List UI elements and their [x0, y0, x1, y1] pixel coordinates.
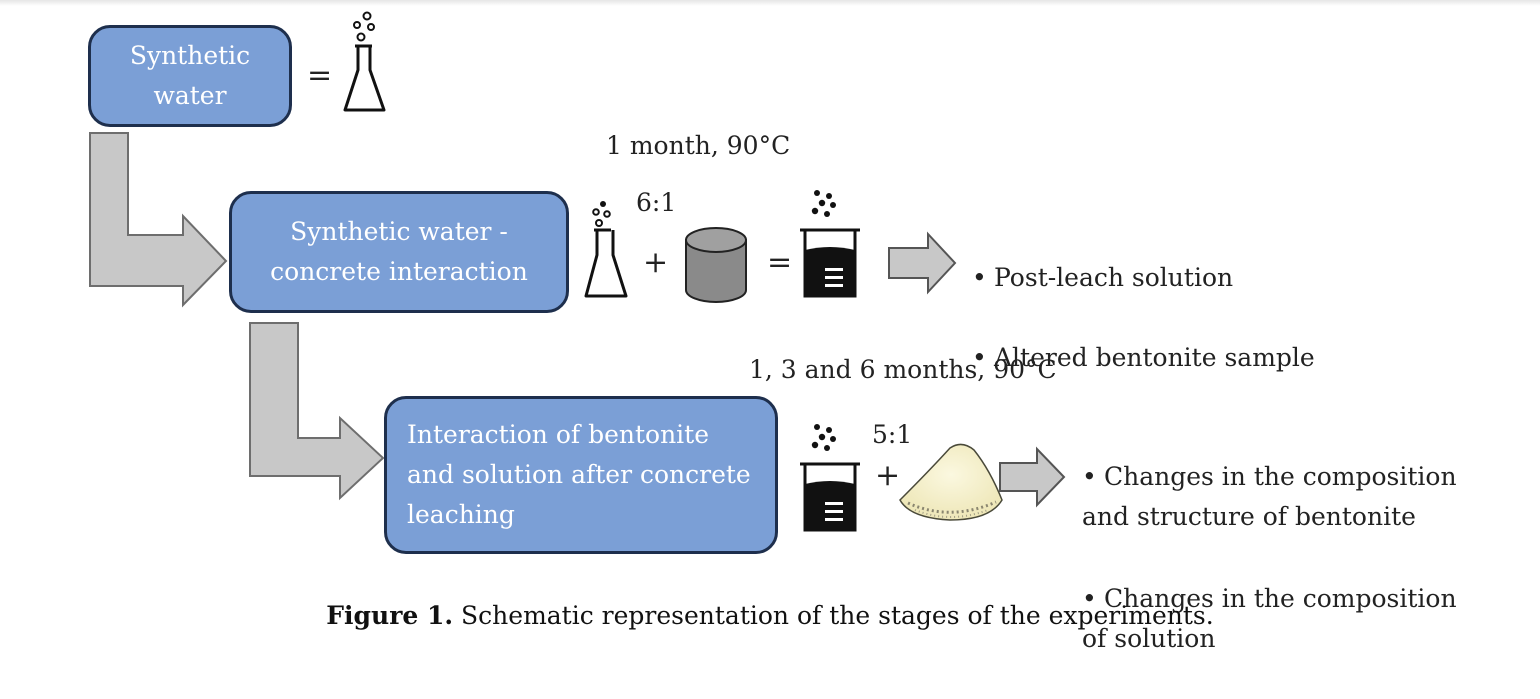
output-item: •Changes in the composition and structur… — [1082, 457, 1457, 537]
flask-icon — [343, 11, 386, 112]
bullet: • — [1082, 584, 1097, 613]
ratio-stage2: 6:1 — [636, 188, 677, 217]
output-item: •Post-leach solution — [972, 258, 1315, 298]
condition-stage3: 1, 3 and 6 months, 90°C — [749, 355, 1057, 384]
output-list-stage3: •Changes in the composition and structur… — [1082, 417, 1457, 699]
diagram-graphics — [89, 11, 1066, 532]
caption-text: Schematic representation of the stages o… — [453, 601, 1214, 630]
output-item: •Altered bentonite sample — [972, 338, 1315, 378]
page-top-shadow — [0, 0, 1540, 6]
ratio-stage3: 5:1 — [872, 420, 913, 449]
stage-label: Synthetic water - concrete interaction — [270, 217, 528, 286]
plus-sign: + — [875, 458, 901, 493]
bullet: • — [972, 263, 987, 292]
bullet: • — [972, 343, 987, 372]
l-arrow-1 — [89, 132, 228, 308]
concrete-cylinder-icon — [685, 227, 747, 303]
equals-sign: = — [767, 245, 793, 280]
flask-icon — [584, 201, 628, 298]
l-arrow-2 — [249, 322, 385, 501]
stage-label: Synthetic water — [129, 41, 251, 110]
stage-box-synthetic-water: Synthetic water — [88, 25, 292, 127]
output-list-stage2: •Post-leach solution •Altered bentonite … — [972, 218, 1315, 418]
stage-label: Interaction of bentonite and solution af… — [407, 420, 751, 529]
bentonite-powder-icon — [899, 443, 1003, 521]
stage-box-bentonite-solution: Interaction of bentonite and solution af… — [384, 396, 778, 554]
arrow-icon — [999, 446, 1066, 508]
arrow-icon — [888, 231, 957, 295]
equals-sign: = — [307, 58, 333, 93]
condition-stage2: 1 month, 90°C — [606, 131, 791, 160]
plus-sign: + — [643, 245, 669, 280]
caption-label: Figure 1. — [326, 601, 454, 630]
output-item: •Changes in the composition of solution — [1082, 579, 1457, 659]
figure-caption: Figure 1. Schematic representation of th… — [0, 601, 1540, 630]
bullet: • — [1082, 462, 1097, 491]
beaker-icon — [800, 424, 860, 532]
stage-box-water-concrete: Synthetic water - concrete interaction — [229, 191, 569, 313]
beaker-icon — [800, 190, 860, 298]
